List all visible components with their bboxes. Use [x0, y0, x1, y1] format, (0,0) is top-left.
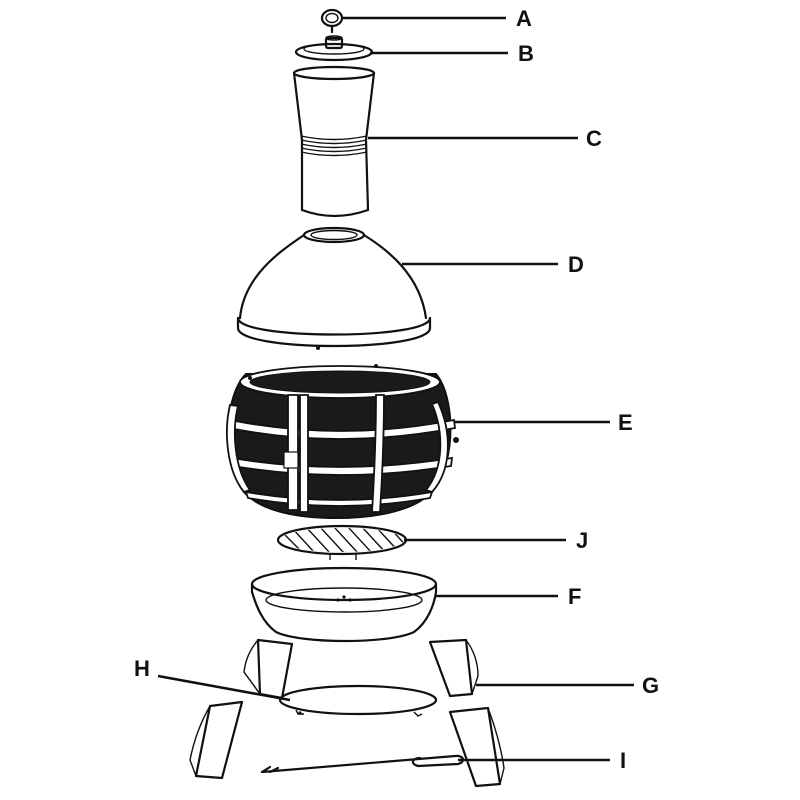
label-g: G [642, 673, 659, 698]
part-i-poker [260, 754, 465, 774]
label-j: J [576, 528, 588, 553]
leader-h [157, 674, 291, 702]
part-j-grate [276, 524, 408, 560]
label-d: D [568, 252, 584, 277]
part-d-dome [236, 226, 432, 350]
label-i: I [620, 748, 626, 773]
label-f: F [568, 584, 581, 609]
leader-lines [157, 16, 634, 762]
part-c-chimney [292, 65, 376, 218]
part-a-ring-handle [320, 8, 344, 34]
part-b-lid [294, 35, 374, 62]
label-b: B [518, 41, 534, 66]
part-e-mesh-body [226, 364, 459, 520]
part-f-fire-bowl [250, 566, 438, 643]
label-e: E [618, 410, 633, 435]
label-h: H [134, 656, 150, 681]
part-labels: A B C D E J F G H I [134, 6, 659, 773]
label-c: C [586, 126, 602, 151]
label-a: A [516, 6, 532, 31]
part-h-ash-plate [278, 684, 438, 717]
